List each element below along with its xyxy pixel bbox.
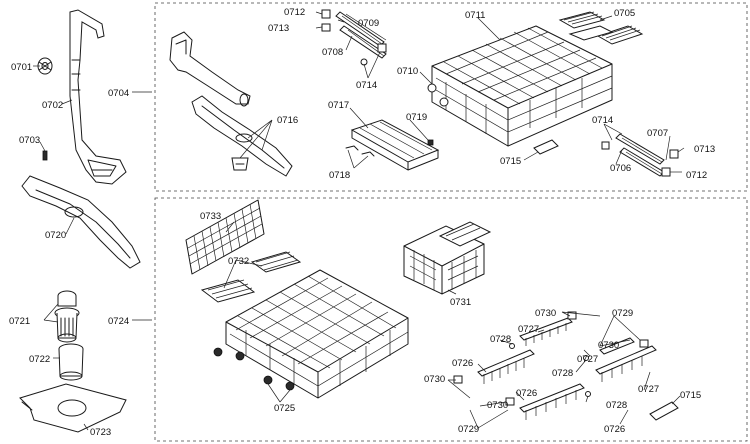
part-0722-filter-cup [58, 343, 84, 381]
label-0708: 0708 [322, 47, 343, 58]
upper-section-frame [154, 2, 748, 192]
label-0730-top: 0730 [535, 308, 556, 319]
label-0728-low: 0728 [606, 400, 627, 411]
label-0730-left: 0730 [424, 374, 445, 385]
label-0726-low: 0726 [604, 424, 625, 435]
label-0703: 0703 [19, 135, 40, 146]
label-0726-left: 0726 [452, 358, 473, 369]
label-0729-low: 0729 [458, 424, 479, 435]
label-0717: 0717 [328, 100, 349, 111]
part-0731-cutlery-basket [403, 221, 492, 295]
label-0729-top: 0729 [612, 308, 633, 319]
label-0709: 0709 [358, 18, 379, 29]
label-0712-right: 0712 [686, 170, 707, 181]
label-0731: 0731 [450, 297, 471, 308]
part-0717-shelf [350, 119, 440, 171]
label-0713-top: 0713 [268, 23, 289, 34]
label-0730-low: 0730 [487, 400, 508, 411]
part-0705-cup-shelves [558, 11, 644, 45]
part-tine-rows [453, 311, 657, 420]
part-0720-spray-arm [21, 175, 141, 269]
label-0706: 0706 [610, 163, 631, 174]
label-0716: 0716 [277, 115, 298, 126]
label-0702: 0702 [42, 100, 63, 111]
label-0726-mid: 0726 [516, 388, 537, 399]
part-0715-handle-lower [649, 401, 679, 421]
label-0710: 0710 [397, 66, 418, 77]
part-0733-grid [185, 199, 265, 275]
label-0701: 0701 [11, 62, 32, 73]
label-0727-mid: 0727 [577, 354, 598, 365]
label-0714-top: 0714 [356, 80, 377, 91]
leader-lines [33, 11, 685, 431]
part-0721-filter [54, 290, 80, 343]
label-0727-right: 0727 [638, 384, 659, 395]
label-0722: 0722 [29, 354, 50, 365]
part-0723-filter-plate [19, 383, 127, 433]
label-0707: 0707 [647, 128, 668, 139]
label-0724: 0724 [108, 316, 129, 327]
part-0724-lower-rack [225, 269, 409, 399]
part-0719-clip [427, 139, 434, 146]
label-0711: 0711 [465, 10, 485, 21]
label-0704: 0704 [108, 88, 129, 99]
label-0721: 0721 [9, 316, 30, 327]
lower-section-frame [154, 197, 748, 442]
label-0715-lower: 0715 [680, 390, 701, 401]
part-0725-wheels [213, 347, 295, 391]
label-0718: 0718 [329, 170, 350, 181]
part-0702-supply-tube [69, 9, 127, 185]
label-0730-mid: 0730 [598, 340, 619, 351]
label-0715-upper: 0715 [500, 156, 521, 167]
part-upper-spray-tube [169, 31, 251, 107]
part-0701-nut [37, 57, 53, 75]
part-0716-spray-arm [191, 95, 293, 177]
label-0723: 0723 [90, 427, 111, 438]
label-0725: 0725 [274, 403, 295, 414]
label-0732: 0732 [228, 256, 249, 267]
part-labels: 0701 0702 0703 0704 0720 0721 0722 0723 … [9, 7, 715, 438]
label-0727-top: 0727 [518, 324, 539, 335]
label-0728-top: 0728 [490, 334, 511, 345]
part-upper-rail-set-b [601, 133, 679, 177]
label-0728-mid: 0728 [552, 368, 573, 379]
part-0732-small-racks [200, 251, 302, 303]
label-0714-right: 0714 [592, 115, 613, 126]
part-0703-pin [42, 150, 48, 161]
label-0720: 0720 [45, 230, 66, 241]
label-0713-right: 0713 [694, 144, 715, 155]
part-0711-upper-rack [431, 25, 613, 147]
label-0733: 0733 [200, 211, 221, 222]
label-0705: 0705 [614, 8, 635, 19]
label-0712-top: 0712 [284, 7, 305, 18]
part-0710-rack-rollers [427, 83, 449, 107]
label-0719: 0719 [406, 112, 427, 123]
part-0718-clips [345, 145, 375, 157]
part-upper-rail-set-a [321, 9, 387, 66]
